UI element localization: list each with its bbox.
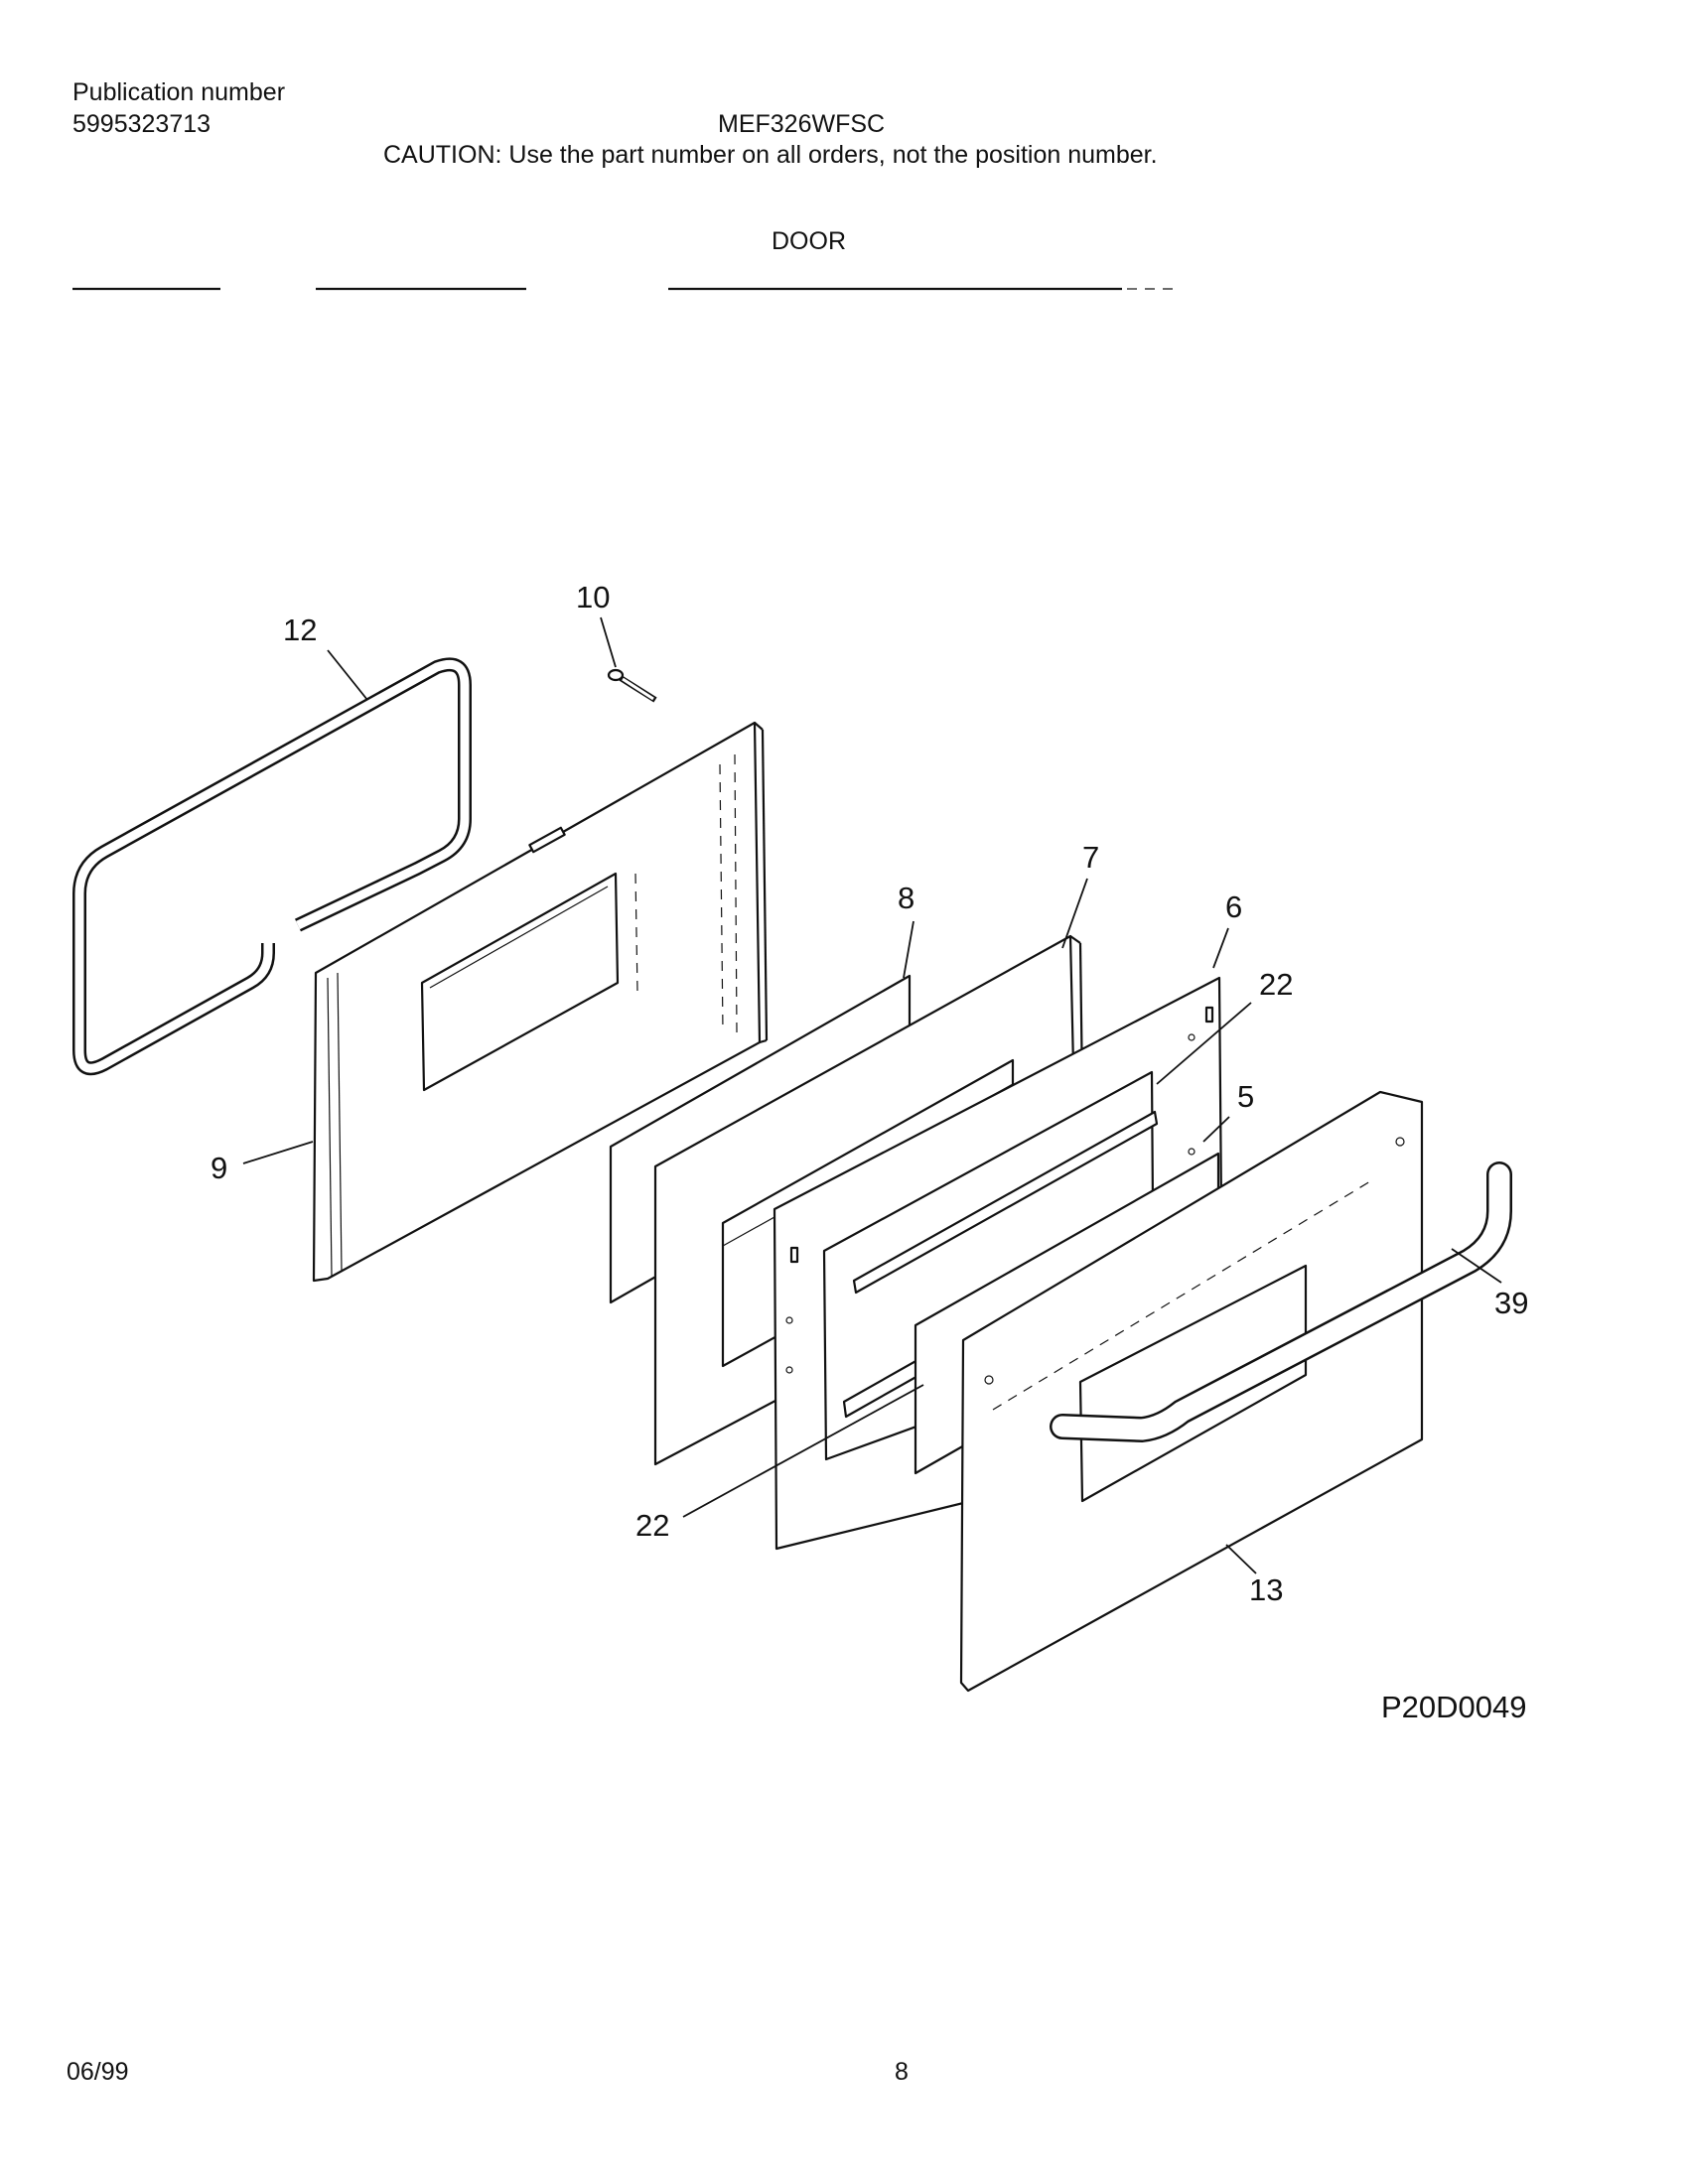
callout-6: 6 <box>1225 889 1242 924</box>
leader-lines <box>242 616 1502 1574</box>
publication-number: 5995323713 <box>72 110 211 138</box>
callout-7: 7 <box>1082 840 1099 875</box>
page-number: 8 <box>895 2058 909 2086</box>
callout-39: 39 <box>1494 1286 1528 1320</box>
page-date: 06/99 <box>67 2058 129 2086</box>
callout-8: 8 <box>898 881 914 915</box>
callout-10: 10 <box>576 580 610 614</box>
section-title: DOOR <box>772 227 846 255</box>
glass-spacer-part-22-upper <box>852 1110 1159 1295</box>
callout-9: 9 <box>211 1151 227 1185</box>
inner-door-liner-part-9 <box>312 721 769 1283</box>
figure-code: P20D0049 <box>1381 1690 1527 1724</box>
model-number: MEF326WFSC <box>718 110 886 138</box>
callout-22-lower: 22 <box>635 1508 669 1543</box>
callout-5: 5 <box>1237 1079 1254 1114</box>
callout-13: 13 <box>1249 1572 1283 1607</box>
screw-part-10 <box>607 668 657 703</box>
publication-label: Publication number <box>72 78 286 106</box>
door-gasket-part-12 <box>72 657 472 1076</box>
callout-22-upper: 22 <box>1259 967 1293 1002</box>
callout-12: 12 <box>283 613 317 647</box>
caution-note: CAUTION: Use the part number on all orde… <box>383 141 1158 169</box>
